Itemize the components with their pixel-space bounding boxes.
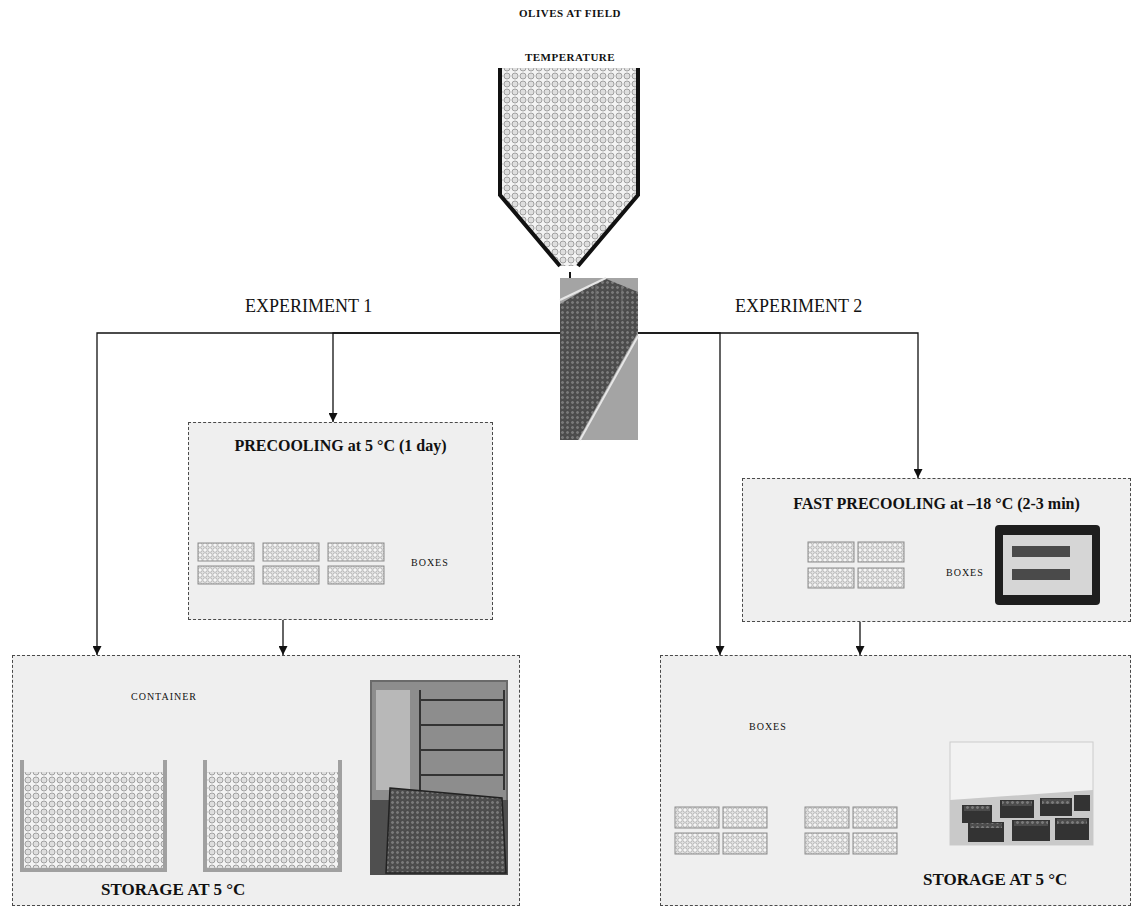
photo-ground (370, 680, 508, 875)
tray-icon (808, 568, 854, 588)
text-slot: EXPERIMENT 1 (245, 296, 372, 318)
tray-icon (263, 566, 319, 584)
tray-icon (723, 807, 767, 828)
cold-room-photo (370, 680, 508, 875)
tray-icon (858, 568, 904, 588)
experiment-label: EXPERIMENT 2 (735, 296, 862, 318)
container-wall (22, 760, 165, 870)
container-olives (207, 772, 338, 868)
tray-icon (858, 542, 904, 562)
thermometer-display (995, 525, 1100, 605)
node-label: BOXES (411, 557, 449, 569)
flow-arrow (859, 622, 860, 655)
text-slot: STORAGE AT 5 °C (101, 880, 245, 900)
tray-icon (263, 543, 319, 561)
node-label: STORAGE AT 5 °C (101, 880, 245, 900)
node-label: BOXES (946, 567, 984, 579)
node-label: BOXES (749, 721, 787, 733)
text-slot: OLIVES AT FIELD TEMPERATURE (510, 0, 630, 79)
hopper-wall (500, 68, 638, 266)
tray-icon (853, 807, 897, 828)
box-room-photo (950, 742, 1093, 845)
tray-icon (675, 807, 719, 828)
photo-ground (560, 278, 638, 440)
display-frame (995, 525, 1100, 605)
tray-icon (675, 833, 719, 854)
tray-icon (198, 566, 254, 584)
hopper-outline (495, 0, 645, 272)
photo-post (622, 286, 623, 320)
text-slot: EXPERIMENT 2 (735, 296, 862, 318)
flow-arrow (282, 620, 283, 655)
region-ground (660, 655, 1131, 906)
node-label: PRECOOLING at 5 °C (1 day) (234, 437, 446, 455)
photo-bin (386, 788, 506, 873)
photo-door (376, 690, 410, 790)
photo-wall (372, 682, 506, 802)
container-wall (205, 760, 340, 870)
tray-icon (808, 542, 854, 562)
node-label: OLIVES AT FIELD TEMPERATURE (510, 0, 630, 79)
node-label: FAST PRECOOLING at –18 °C (2-3 min) (793, 495, 1080, 513)
region-ground (12, 655, 520, 906)
photo-rail (560, 278, 606, 300)
tray-icon (805, 833, 849, 854)
photo-ground (950, 742, 1093, 845)
node-label: CONTAINER (131, 691, 197, 703)
tray-icon (328, 566, 384, 584)
photo-post (596, 284, 597, 330)
precooling-trays (198, 543, 384, 584)
tray-icon (328, 543, 384, 561)
precooling-box: PRECOOLING at 5 °C (1 day) BOXES (188, 422, 493, 620)
tray-icon (805, 807, 849, 828)
text-slot: FAST PRECOOLING at –18 °C (2-3 min) (743, 495, 1130, 513)
display-screen (1003, 535, 1092, 595)
photo-belt (560, 278, 638, 440)
node-label: STORAGE AT 5 °C (923, 870, 1067, 890)
text-slot: BOXES (946, 562, 984, 580)
region-grounds (12, 422, 1131, 906)
photo-rail (580, 336, 638, 440)
storage-boxes (675, 807, 897, 854)
fast-precooling-trays (808, 542, 904, 588)
storage-region: BOXES STORAGE AT 5 °C (660, 655, 1131, 906)
region-ground (742, 478, 1131, 622)
tray-icon (723, 833, 767, 854)
tray-icon (198, 543, 254, 561)
flow-arrow (97, 272, 570, 655)
photo-crate-olives (964, 799, 1087, 828)
tray-icon (853, 833, 897, 854)
storage-region: CONTAINER STORAGE AT 5 °C (12, 655, 520, 906)
hopper-node: OLIVES AT FIELD TEMPERATURE (495, 0, 645, 272)
text-slot: PRECOOLING at 5 °C (1 day) (189, 437, 492, 455)
photo-crates (962, 795, 1090, 842)
display-reading (1012, 569, 1070, 580)
hopper-olives (500, 68, 638, 266)
text-slot: BOXES (411, 552, 449, 570)
text-slot: STORAGE AT 5 °C (923, 870, 1067, 890)
storage-containers (22, 760, 340, 870)
container-olives (24, 772, 163, 868)
region-ground (188, 422, 493, 620)
photo-shelves (420, 690, 504, 790)
text-slot: CONTAINER (131, 686, 197, 704)
display-reading (1012, 546, 1070, 557)
conveyor-photo (560, 278, 638, 440)
experiment-label: EXPERIMENT 1 (245, 296, 372, 318)
flow-arrow (333, 272, 570, 422)
fast-precooling-box: FAST PRECOOLING at –18 °C (2-3 min) BOXES (742, 478, 1131, 622)
text-slot: BOXES (749, 716, 787, 734)
photo-floor (950, 790, 1093, 845)
